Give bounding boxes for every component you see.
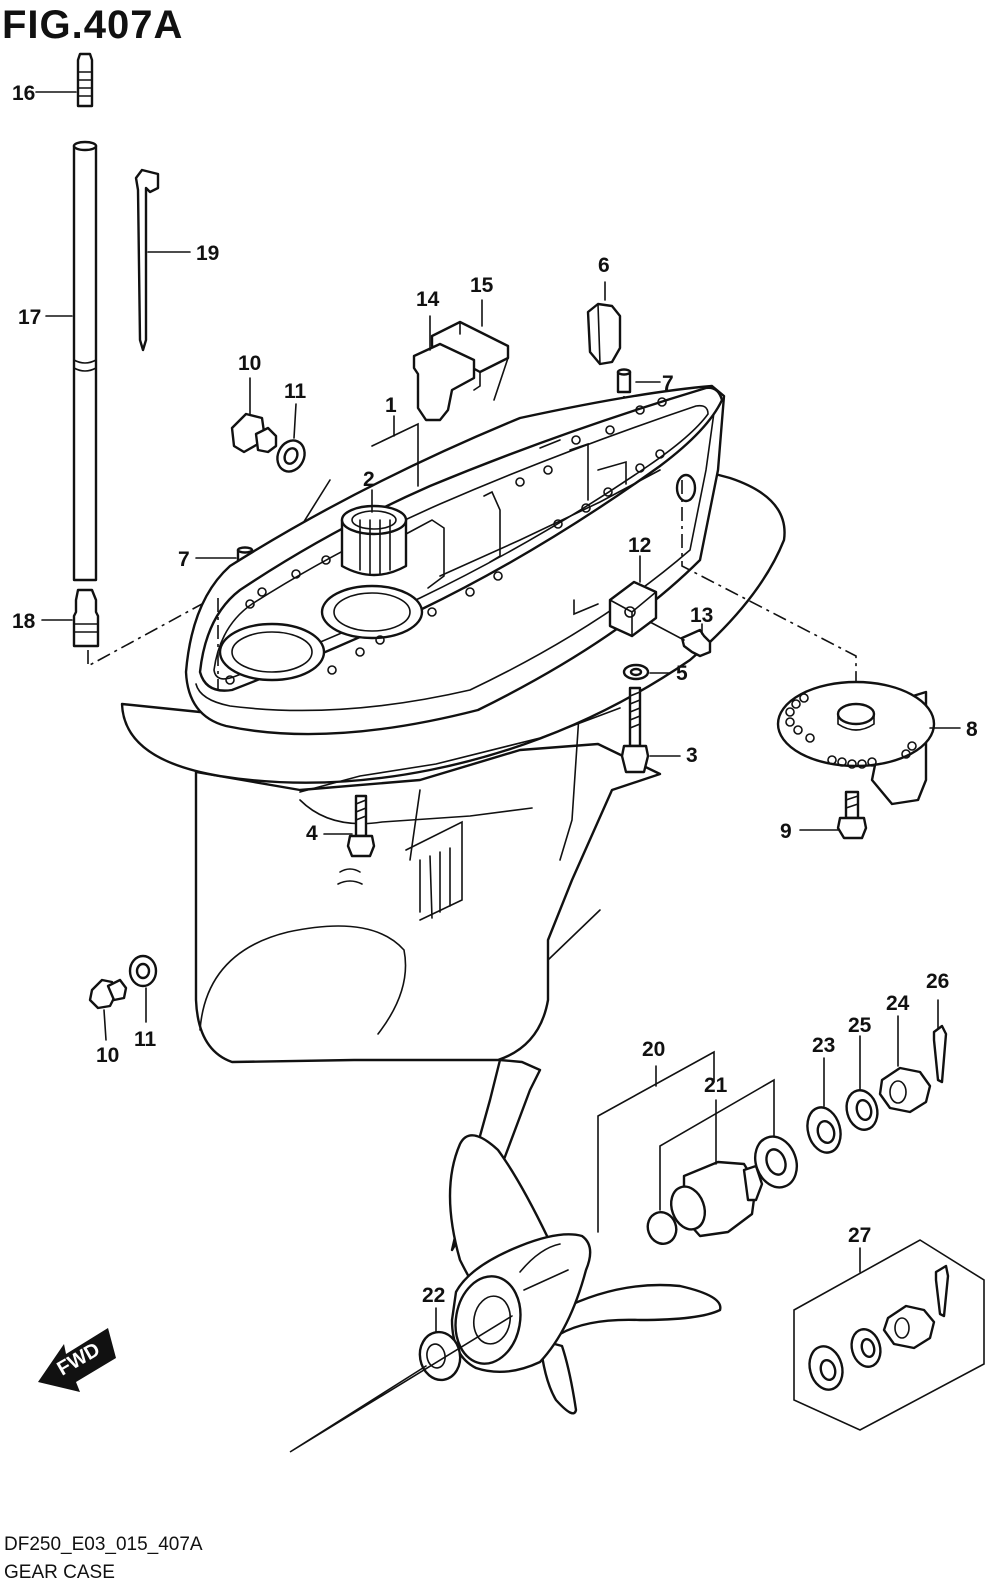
part-24-nut — [878, 1015, 932, 1114]
part-10-plug-upper — [230, 377, 278, 454]
callout-8: 8 — [966, 718, 978, 741]
callout-9: 9 — [780, 820, 792, 843]
part-16-grommet — [35, 52, 94, 108]
callout-11-upper: 11 — [284, 380, 307, 403]
part-20-propeller — [448, 1050, 722, 1415]
callout-18: 18 — [12, 610, 36, 633]
part-25-washer — [845, 1035, 879, 1131]
part-12-cover — [573, 555, 658, 638]
part-27-kit — [793, 1239, 985, 1431]
part-26-cotter-pin — [932, 999, 948, 1084]
callout-20: 20 — [642, 1038, 665, 1061]
callout-27: 27 — [848, 1224, 871, 1247]
part-15-plate — [430, 299, 510, 401]
callout-22: 22 — [422, 1284, 445, 1307]
callout-17: 17 — [18, 306, 41, 329]
callout-26: 26 — [926, 970, 949, 993]
callout-10-lower: 10 — [96, 1044, 119, 1067]
part-9-bolt — [799, 790, 868, 840]
callout-23: 23 — [812, 1034, 835, 1057]
part-14-clip — [412, 315, 476, 422]
gear-case-body — [120, 384, 857, 1252]
callout-1: 1 — [385, 394, 397, 417]
part-19-cable-tie — [134, 168, 191, 352]
deck-bolt-holes — [225, 397, 667, 685]
callout-3: 3 — [686, 744, 698, 767]
callout-2: 2 — [363, 468, 375, 491]
part-23-washer — [806, 1057, 842, 1154]
callout-24: 24 — [886, 992, 910, 1015]
callout-labels: 1 2 3 4 5 6 7 7 8 9 10 10 11 11 12 13 14… — [12, 82, 978, 1307]
callout-19: 19 — [196, 242, 219, 265]
callout-21: 21 — [704, 1074, 728, 1097]
callout-6: 6 — [598, 254, 610, 277]
callout-4: 4 — [306, 822, 318, 845]
callout-13: 13 — [690, 604, 713, 627]
part-13-bolt — [649, 621, 712, 658]
part-22-spacer — [289, 1307, 513, 1453]
fwd-arrow-icon: FWD — [38, 1328, 116, 1392]
callout-10-upper: 10 — [238, 352, 261, 375]
part-5-washer — [622, 663, 671, 681]
part-1-leader — [371, 415, 419, 487]
part-21-bushing — [646, 1078, 798, 1245]
callout-25: 25 — [848, 1014, 872, 1037]
part-11-washer-lower — [128, 954, 158, 1023]
part-18-connector — [41, 588, 225, 668]
callout-11-lower: 11 — [134, 1028, 157, 1051]
figure-title: FIG.407A — [2, 3, 183, 47]
part-3-bolt — [620, 686, 681, 774]
callout-14: 14 — [416, 288, 440, 311]
callout-7-left: 7 — [178, 548, 190, 571]
part-8-trim-tab — [776, 680, 961, 806]
part-6-anode — [586, 281, 622, 366]
callout-16: 16 — [12, 82, 35, 105]
figure-name: GEAR CASE — [4, 1562, 115, 1583]
callout-7-right: 7 — [662, 372, 674, 395]
part-10-plug-lower — [88, 978, 128, 1041]
callout-12: 12 — [628, 534, 651, 557]
callout-5: 5 — [676, 662, 688, 685]
figure-code: DF250_E03_015_407A — [4, 1534, 203, 1555]
part-4-bolt — [323, 794, 376, 858]
callout-15: 15 — [470, 274, 494, 297]
part-17-water-tube — [45, 140, 98, 582]
